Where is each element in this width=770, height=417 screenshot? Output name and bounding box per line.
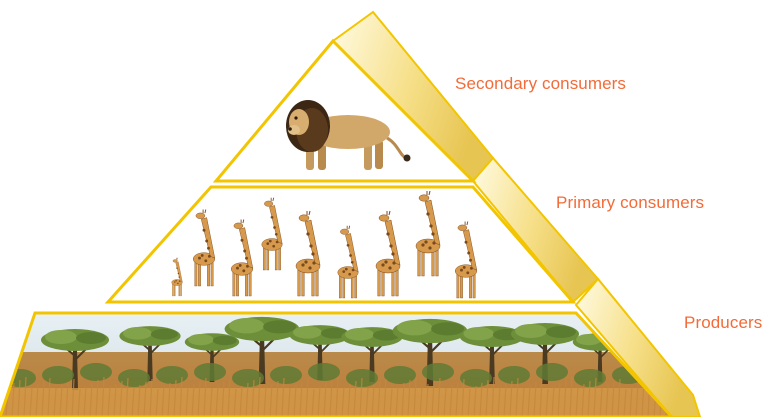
giraffe-icon	[171, 257, 183, 297]
primary-consumers-label: Primary consumers	[556, 193, 705, 212]
producers-label: Producers	[684, 313, 763, 332]
lion-icon	[286, 100, 411, 170]
level-bottom-frame	[0, 311, 675, 417]
level-primary-consumers	[104, 185, 577, 304]
giraffe-icon	[415, 190, 441, 277]
side-face-bottom	[574, 277, 702, 417]
acacia-tree-icon	[119, 326, 181, 381]
secondary-consumers-label: Secondary consumers	[455, 74, 627, 93]
level-top-frame	[212, 38, 477, 183]
giraffe-icon	[375, 210, 401, 297]
giraffe-icon	[261, 197, 283, 271]
giraffe-icon	[192, 209, 216, 287]
giraffe-icon	[230, 219, 254, 297]
giraffe-icon	[454, 221, 478, 299]
giraffe-herd	[171, 190, 478, 299]
giraffe-icon	[337, 225, 359, 299]
grass-blades	[0, 376, 672, 417]
acacia-tree-icon	[289, 325, 351, 380]
pyramid-side-faces	[331, 10, 702, 417]
acacia-tree-icon	[224, 316, 300, 384]
level-producers	[0, 311, 675, 417]
giraffe-icon	[295, 210, 321, 297]
level-secondary-consumers	[212, 38, 477, 183]
acacia-tree-icon	[41, 329, 109, 390]
